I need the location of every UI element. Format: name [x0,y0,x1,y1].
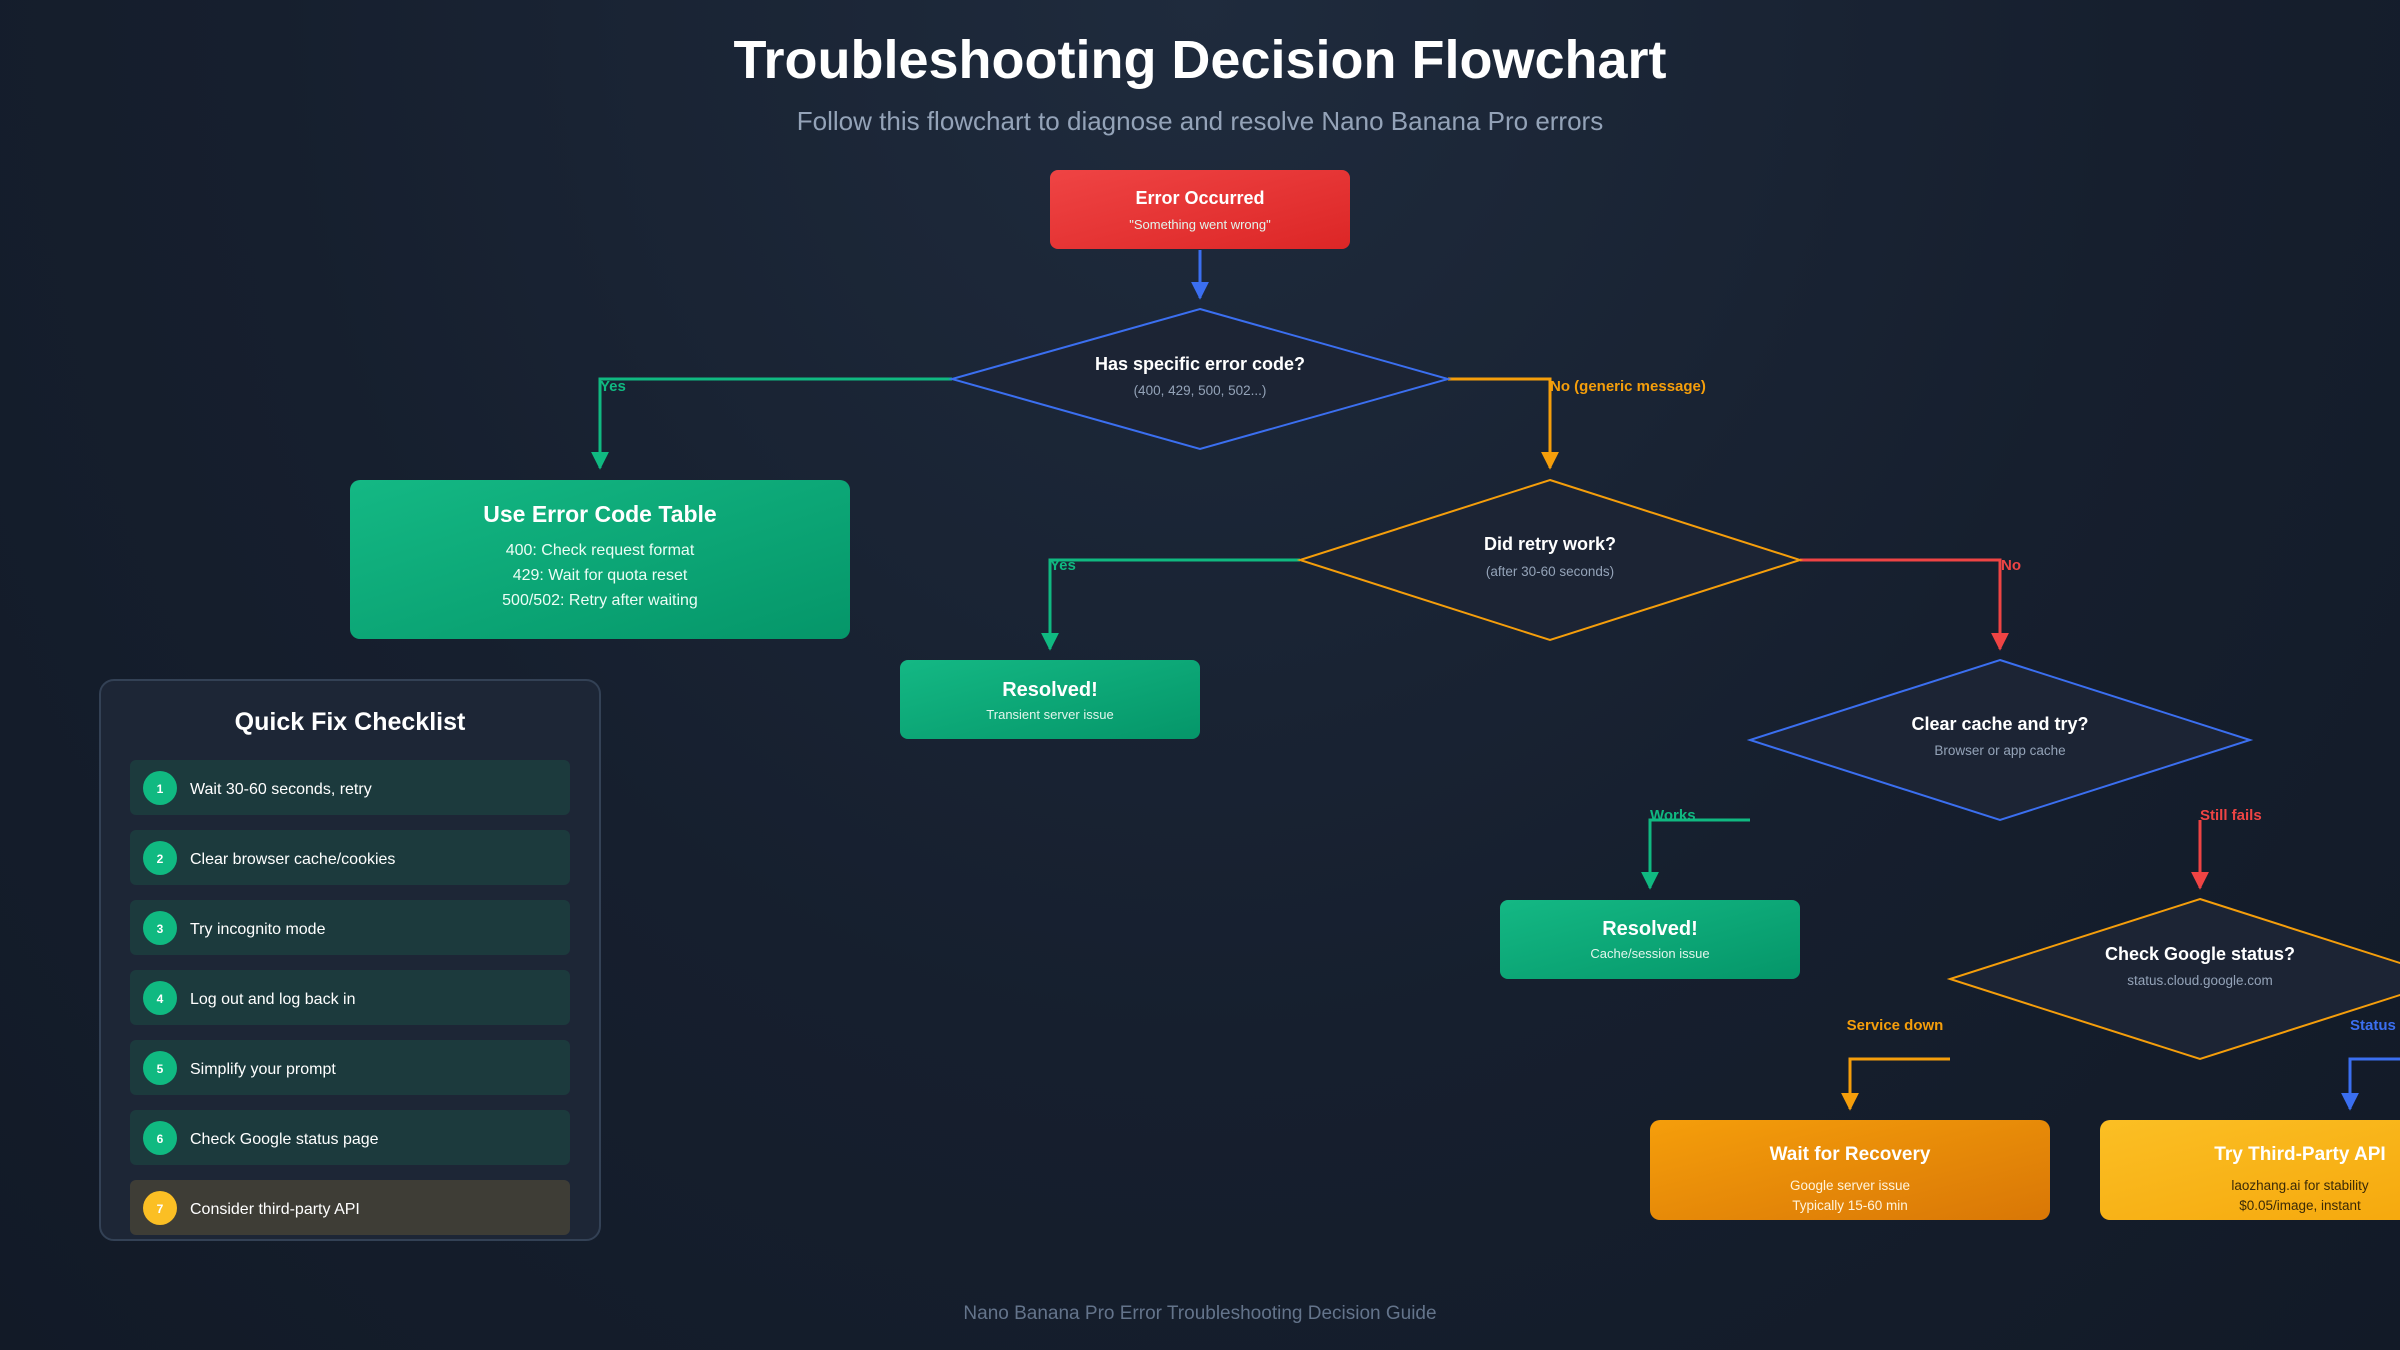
decision-clear-cache-sub: Browser or app cache [1934,743,2065,758]
node-resolved-cache-title: Resolved! [1602,918,1698,940]
node-error-occurred-sub: "Something went wrong" [1129,217,1271,232]
page-title: Troubleshooting Decision Flowchart [733,30,1666,90]
checklist-item-text: Try incognito mode [190,921,326,938]
node-wait-for-recovery-title: Wait for Recovery [1770,1144,1931,1165]
checklist-item-number: 5 [157,1062,164,1076]
edge-retry-yes [1041,558,1300,651]
edge-status-down [1841,1057,1950,1111]
node-try-third-party-api-line: laozhang.ai for stability [2231,1178,2369,1193]
checklist-item-highlight: 7 Consider third-party API [130,1180,570,1235]
node-error-code-table: Use Error Code Table 400: Check request … [350,480,850,639]
checklist-item: 2 Clear browser cache/cookies [130,830,570,885]
checklist-item-number-badge [143,771,177,805]
node-resolved-transient-title: Resolved! [1002,679,1098,701]
decision-did-retry-work-sub: (after 30-60 seconds) [1486,564,1614,579]
checklist-item: 6 Check Google status page [130,1110,570,1165]
checklist-item-text: Consider third-party API [190,1201,360,1218]
decision-has-error-code-title: Has specific error code? [1095,354,1305,374]
checklist-item-text: Log out and log back in [190,991,355,1008]
decision-clear-cache-title: Clear cache and try? [1911,714,2088,734]
page-footer: Nano Banana Pro Error Troubleshooting De… [963,1303,1436,1324]
decision-clear-cache: Clear cache and try? Browser or app cach… [1746,658,2254,822]
checklist-item-number-badge [143,1121,177,1155]
checklist-item-number-badge [143,911,177,945]
decision-check-google-status-sub: status.cloud.google.com [2127,973,2273,988]
decision-has-error-code: Has specific error code? (400, 429, 500,… [948,307,1452,451]
edge-status-ok [2341,1057,2400,1111]
node-error-code-table-title: Use Error Code Table [483,501,716,527]
node-try-third-party-api-title: Try Third-Party API [2214,1144,2385,1165]
checklist-item: 1 Wait 30-60 seconds, retry [130,760,570,815]
node-wait-for-recovery-line: Typically 15-60 min [1792,1198,1908,1213]
checklist-item-number: 4 [157,992,164,1006]
checklist-item-number-badge [143,1191,177,1225]
edge-label-code-yes: Yes [600,378,626,395]
edge-label-retry-yes: Yes [1050,557,1076,574]
edge-label-status-down: Service down [1847,1017,1944,1034]
node-wait-for-recovery-line: Google server issue [1790,1178,1910,1193]
edge-label-cache-works: Works [1650,807,1696,824]
edge-label-code-no: No (generic message) [1550,378,1706,395]
checklist-item-text: Simplify your prompt [190,1061,336,1078]
checklist-item-number-badge [143,981,177,1015]
node-resolved-cache: Resolved! Cache/session issue [1500,900,1800,979]
checklist-item-text: Wait 30-60 seconds, retry [190,781,372,798]
checklist-item-number: 1 [157,782,164,796]
node-try-third-party-api: Try Third-Party API laozhang.ai for stab… [2100,1120,2400,1220]
node-resolved-cache-sub: Cache/session issue [1590,946,1709,961]
edge-label-retry-no: No [2001,557,2021,574]
node-error-code-table-line: 400: Check request format [506,542,695,559]
checklist-item-number: 3 [157,922,164,936]
quick-fix-checklist: Quick Fix Checklist 1 Wait 30-60 seconds… [99,679,601,1241]
edges [591,250,2400,1111]
edge-code-no [1448,377,1559,470]
node-resolved-transient: Resolved! Transient server issue [900,660,1200,739]
node-error-code-table-line: 429: Wait for quota reset [513,567,688,584]
checklist-item-number-badge [143,841,177,875]
checklist-item-number-badge [143,1051,177,1085]
checklist-item-text: Check Google status page [190,1131,379,1148]
node-error-code-table-line: 500/502: Retry after waiting [502,592,698,609]
node-wait-for-recovery: Wait for Recovery Google server issue Ty… [1650,1120,2050,1220]
edge-cache-works [1641,818,1750,890]
decision-did-retry-work: Did retry work? (after 30-60 seconds) [1296,478,1804,642]
checklist-item-number: 6 [157,1132,164,1146]
edge-label-cache-fails: Still fails [2200,807,2262,824]
decision-did-retry-work-title: Did retry work? [1484,534,1616,554]
checklist-item: 3 Try incognito mode [130,900,570,955]
checklist-item: 4 Log out and log back in [130,970,570,1025]
node-error-occurred: Error Occurred "Something went wrong" [1050,170,1350,249]
node-resolved-transient-sub: Transient server issue [986,707,1113,722]
edge-label-status-ok: Status OK [2350,1017,2400,1034]
decision-has-error-code-sub: (400, 429, 500, 502...) [1134,383,1267,398]
edge-retry-no [1800,558,2009,651]
decision-check-google-status: Check Google status? status.cloud.google… [1946,897,2400,1061]
checklist-item: 5 Simplify your prompt [130,1040,570,1095]
checklist-item-text: Clear browser cache/cookies [190,851,395,868]
page-subtitle: Follow this flowchart to diagnose and re… [797,106,1603,136]
checklist-item-number: 7 [157,1202,164,1216]
node-try-third-party-api-line: $0.05/image, instant [2239,1198,2361,1213]
checklist-item-number: 2 [157,852,164,866]
edge-code-yes [591,377,952,470]
node-error-occurred-title: Error Occurred [1135,188,1264,208]
checklist-title: Quick Fix Checklist [235,708,466,736]
decision-check-google-status-title: Check Google status? [2105,944,2295,964]
